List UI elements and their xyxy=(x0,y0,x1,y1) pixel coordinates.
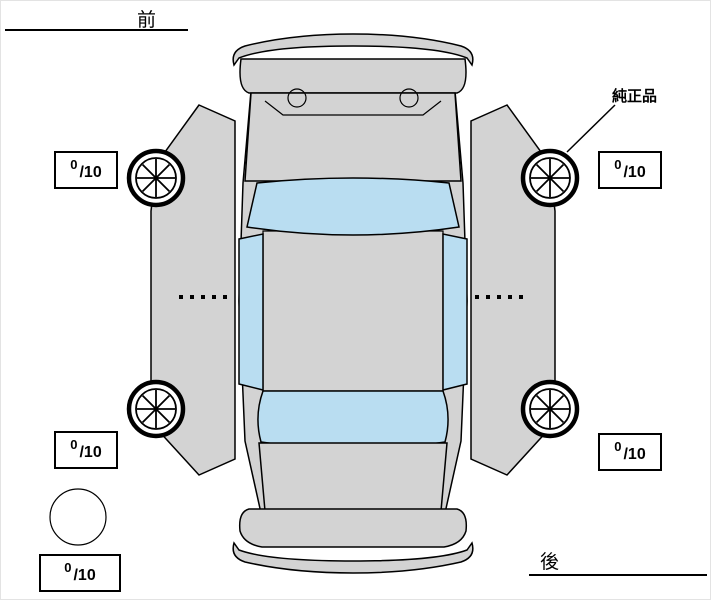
tread-value: 0 xyxy=(64,559,72,575)
rear-window xyxy=(257,390,449,450)
tread-scale: /10 xyxy=(73,567,96,584)
tread-scale: /10 xyxy=(623,164,646,181)
wheel-icon-rear-left xyxy=(126,379,186,439)
genuine-part-pointer-line xyxy=(566,104,616,153)
front-bumper xyxy=(239,58,467,94)
wheel-icon-front-left xyxy=(126,148,186,208)
tread-box-rear-left: 0 /10 xyxy=(54,431,118,469)
tread-box-spare: 0 /10 xyxy=(39,554,121,592)
tread-value: 0 xyxy=(614,438,622,454)
tread-value: 0 xyxy=(70,436,78,452)
hood-panel xyxy=(244,92,462,182)
trunk-panel xyxy=(258,442,448,512)
front-label: 前 xyxy=(137,10,157,31)
tread-scale: /10 xyxy=(79,164,102,181)
hood-seam-line xyxy=(264,100,442,116)
spare-tire-icon xyxy=(49,488,107,546)
front-bumper-trim xyxy=(232,33,474,67)
wheel-icon-rear-right xyxy=(520,379,580,439)
rear-bumper-trim xyxy=(232,541,474,574)
hood-detail-circle-left xyxy=(287,88,307,108)
tread-scale: /10 xyxy=(623,446,646,463)
wheel-icon-front-right xyxy=(520,148,580,208)
tread-box-rear-right: 0 /10 xyxy=(598,433,662,471)
hood-detail-circle-right xyxy=(399,88,419,108)
tread-box-front-left: 0 /10 xyxy=(54,151,118,189)
left-side-window xyxy=(238,233,264,391)
windshield xyxy=(246,177,460,236)
rear-label: 後 xyxy=(540,552,560,573)
tread-scale: /10 xyxy=(79,444,102,461)
tread-value: 0 xyxy=(70,156,78,172)
genuine-part-label: 純正品 xyxy=(612,88,658,105)
rear-bumper xyxy=(238,508,468,548)
tread-value: 0 xyxy=(614,156,622,172)
right-side-window xyxy=(442,233,468,391)
tread-box-front-right: 0 /10 xyxy=(598,151,662,189)
